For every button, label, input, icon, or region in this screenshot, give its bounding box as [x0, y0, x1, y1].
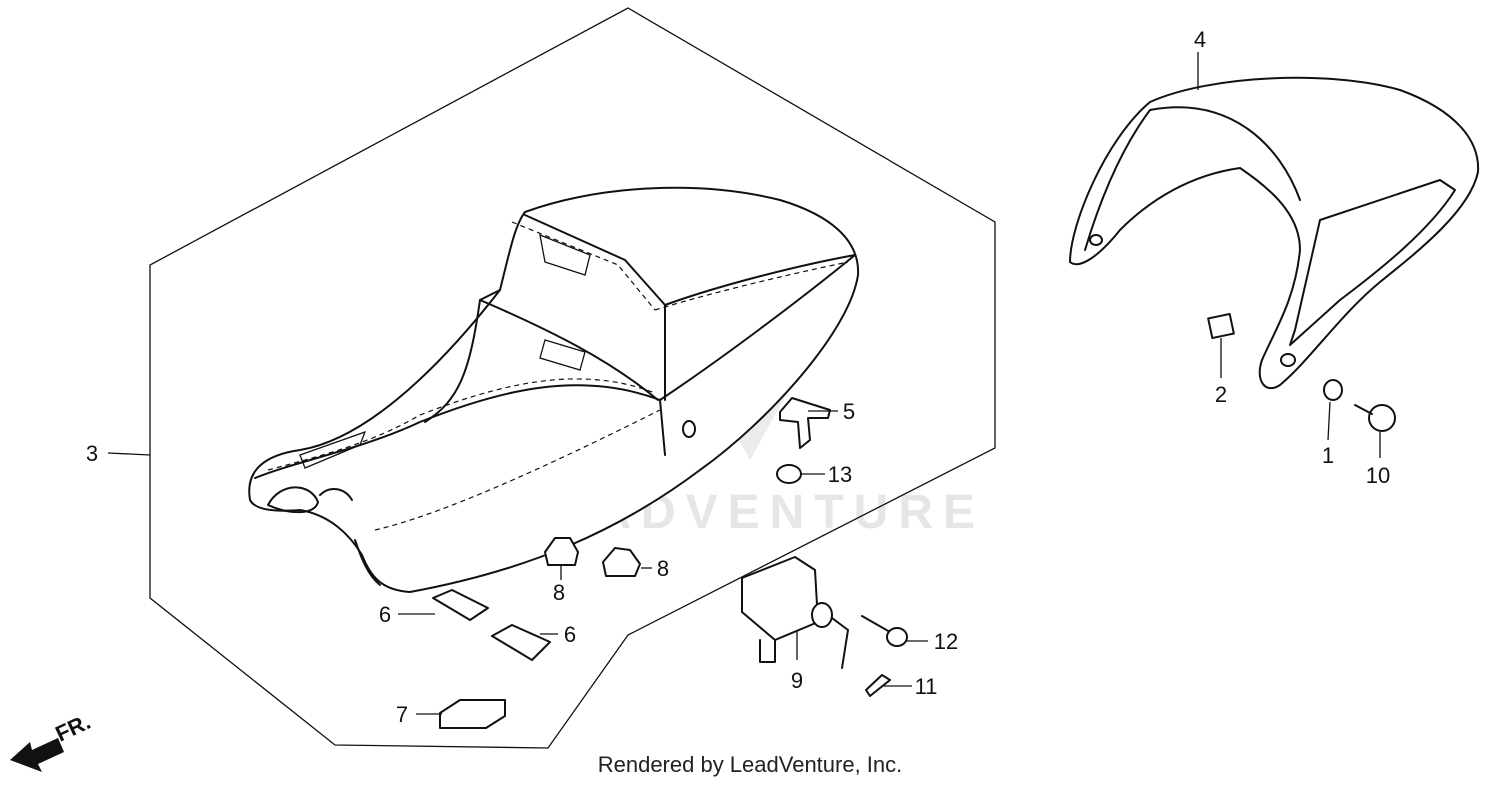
assembly-boundary — [149, 7, 996, 749]
callout-10: 10 — [1366, 463, 1390, 488]
arrow-icon — [10, 738, 64, 772]
callout-1: 1 — [1322, 443, 1334, 468]
part-13-grommet — [776, 464, 802, 484]
callout-labels: 1 2 3 4 5 6 6 7 8 8 9 10 11 12 13 — [86, 27, 1390, 727]
callout-6b: 6 — [564, 622, 576, 647]
callout-9: 9 — [791, 668, 803, 693]
callout-3: 3 — [86, 441, 98, 466]
callout-4: 4 — [1194, 27, 1206, 52]
part-12-bolt — [861, 615, 908, 647]
part-11-pad — [865, 674, 891, 697]
part-10-screw — [1354, 404, 1396, 432]
callout-12: 12 — [934, 629, 958, 654]
callout-11: 11 — [915, 674, 938, 699]
part-8-cushion-a — [544, 537, 579, 566]
part-1-washer — [1323, 379, 1343, 401]
callout-8a: 8 — [553, 580, 565, 605]
callout-2: 2 — [1215, 382, 1227, 407]
part-7-rubber — [439, 699, 506, 729]
part-9-seat-lock — [741, 556, 849, 669]
part-8-cushion-b — [602, 547, 641, 577]
part-6-rubber-a — [432, 589, 489, 621]
seat-body — [248, 186, 860, 593]
seat-cowl — [1069, 76, 1480, 390]
callout-8b: 8 — [657, 556, 669, 581]
leader-lines — [107, 52, 1381, 715]
part-2-nut — [1207, 312, 1235, 340]
part-5-bracket — [779, 397, 831, 449]
callout-13: 13 — [828, 462, 852, 487]
callout-6a: 6 — [379, 602, 391, 627]
footer-credit: Rendered by LeadVenture, Inc. — [597, 752, 903, 777]
part-6-rubber-b — [491, 624, 551, 661]
callout-7: 7 — [396, 702, 408, 727]
callout-5: 5 — [843, 399, 855, 424]
